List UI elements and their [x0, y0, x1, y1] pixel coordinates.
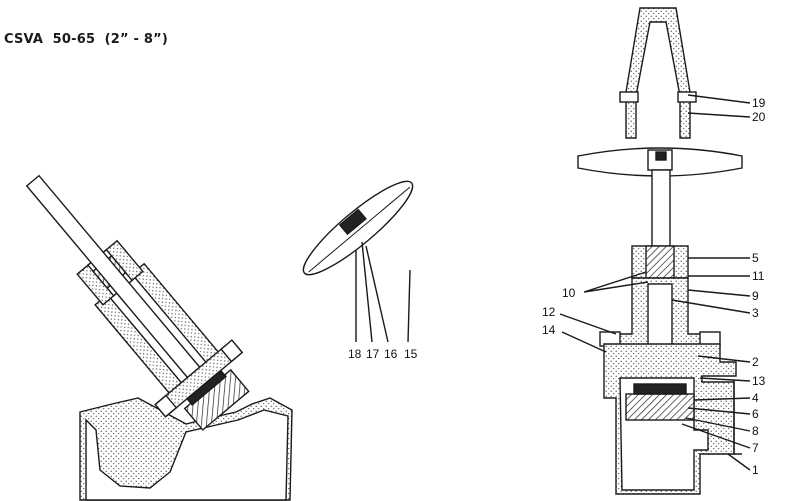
- label-2: 2: [752, 355, 759, 369]
- y-valve-side-view: [25, 174, 414, 501]
- label-1: 1: [752, 463, 759, 477]
- disc-front: [625, 393, 695, 421]
- label-9: 9: [752, 289, 759, 303]
- label-6: 6: [752, 407, 759, 421]
- label-15: 15: [404, 347, 418, 361]
- cap: [625, 7, 691, 139]
- label-14: 14: [542, 323, 556, 337]
- page-title: CSVA 50-65 (2” - 8”): [4, 32, 168, 47]
- stem: [25, 174, 201, 379]
- label-16: 16: [384, 347, 398, 361]
- label-19: 19: [752, 96, 766, 110]
- label-20: 20: [752, 110, 766, 124]
- left-view-labels: 18 17 16 15: [348, 347, 418, 361]
- right-view-labels: 19 20 5 11 10 9 3 12 14 2 13 4 6 8 7 1: [542, 96, 766, 477]
- label-10: 10: [562, 286, 576, 300]
- handwheel: [302, 180, 414, 276]
- label-11: 11: [752, 269, 765, 283]
- straight-valve-section: [559, 7, 751, 495]
- label-5: 5: [752, 251, 759, 265]
- label-17: 17: [366, 347, 380, 361]
- label-8: 8: [752, 424, 759, 438]
- label-12: 12: [542, 305, 556, 319]
- label-7: 7: [752, 441, 759, 455]
- label-3: 3: [752, 306, 759, 320]
- label-4: 4: [752, 391, 759, 405]
- label-13: 13: [752, 374, 766, 388]
- label-18: 18: [348, 347, 362, 361]
